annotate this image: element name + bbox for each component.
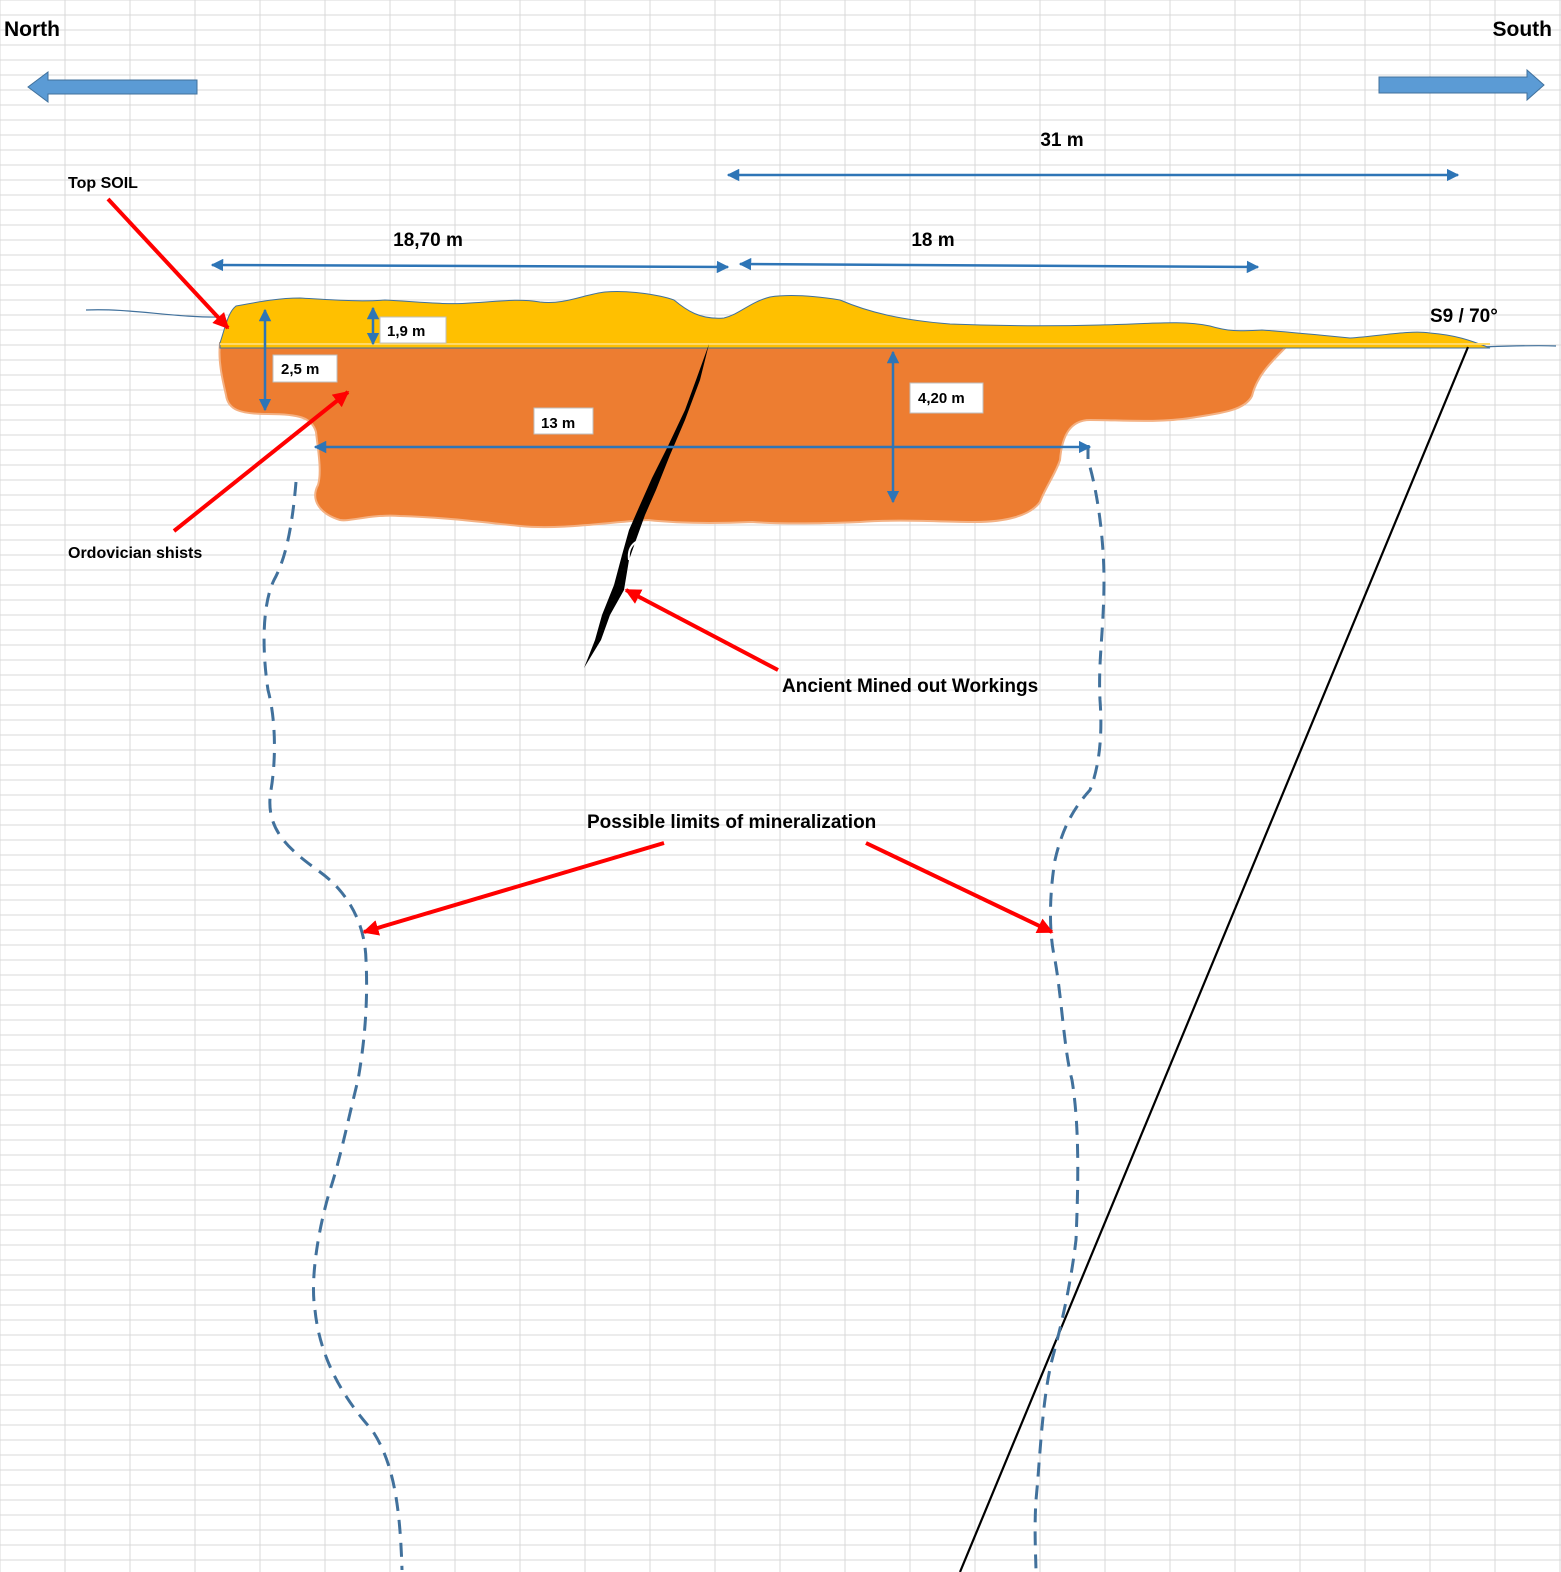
dim-box-4-20m: [909, 382, 984, 414]
dim-line-18-70m: [210, 258, 730, 274]
top-soil-label: Top SOIL: [68, 175, 138, 192]
south-arrow-icon: [1378, 68, 1545, 102]
dim-box-1-9m: [379, 316, 447, 344]
pointer-ordovician: [172, 390, 350, 533]
pointer-limit-left: [362, 841, 665, 936]
mineralization-limit-right: [1033, 445, 1106, 1572]
dim-box-2-5m: [272, 354, 338, 383]
ancient-working-shape: [584, 344, 709, 668]
dim-label-2-5m: 2,5 m: [281, 361, 319, 378]
working-gap: [627, 541, 637, 561]
dim-label-1-9m: 1,9 m: [387, 323, 425, 340]
pointer-ancient-working: [624, 588, 779, 672]
dim-label-18-70m: 18,70 m: [393, 230, 463, 251]
dim-label-31m: 31 m: [1040, 130, 1083, 151]
mineralization-limit-left: [262, 481, 404, 1571]
drillhole-label: S9 / 70°: [1430, 306, 1498, 327]
ancient-workings-label: Ancient Mined out Workings: [782, 676, 1038, 697]
dim-line-18m: [738, 257, 1260, 274]
drillhole-s9: [958, 346, 1470, 1572]
pointer-limit-right: [865, 841, 1054, 934]
dim-box-13m: [533, 407, 594, 435]
dim-label-18m: 18 m: [911, 230, 954, 251]
north-label: North: [4, 18, 60, 41]
dim-label-4-20m: 4,20 m: [918, 390, 965, 407]
south-label: South: [1493, 18, 1552, 41]
top-soil-layer: [219, 291, 1491, 349]
ordovician-label: Ordovician shists: [68, 545, 202, 562]
possible-limits-label: Possible limits of mineralization: [587, 812, 876, 833]
ground-line: [85, 309, 1557, 348]
dim-label-13m: 13 m: [541, 415, 575, 432]
schist-body: [218, 342, 1293, 529]
pointer-top-soil: [106, 197, 230, 330]
north-arrow-icon: [27, 71, 198, 103]
